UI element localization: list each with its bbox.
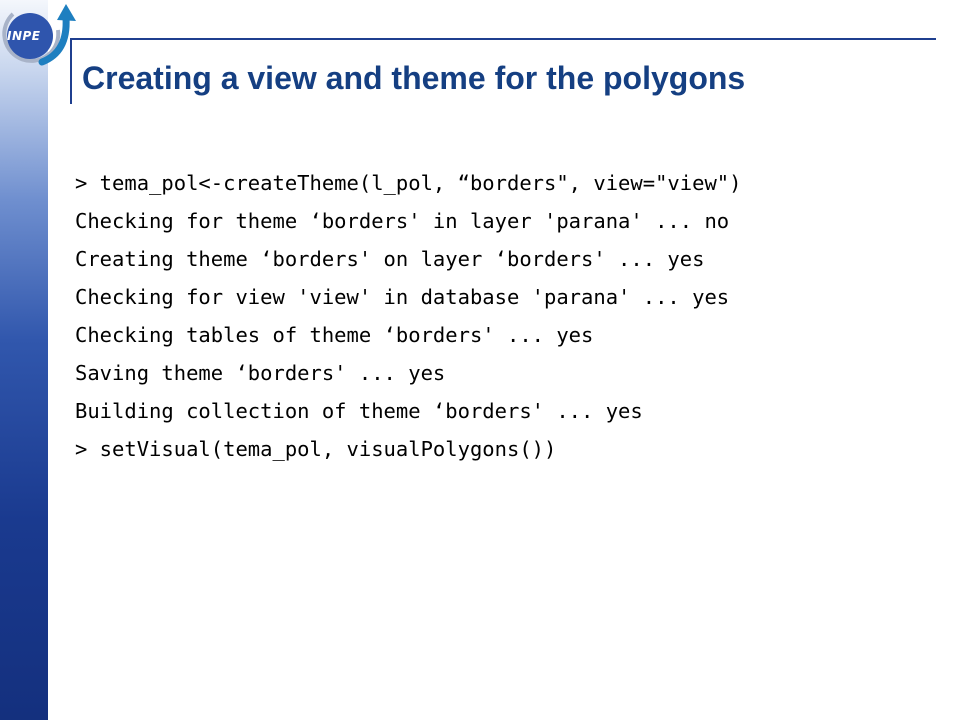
inpe-logo-icon [2, 4, 76, 66]
console-line: Checking for theme ‘borders' in layer 'p… [75, 209, 730, 233]
console-line: Saving theme ‘borders' ... yes [75, 361, 446, 385]
console-line: Checking tables of theme ‘borders' ... y… [75, 323, 594, 347]
console-line: Building collection of theme ‘borders' .… [75, 399, 643, 423]
title-rule-horizontal [70, 38, 936, 40]
inpe-logo: INPE [0, 0, 84, 74]
console-line: > setVisual(tema_pol, visualPolygons()) [75, 437, 557, 461]
console-output: > tema_pol<-createTheme(l_pol, “borders"… [75, 167, 935, 471]
inpe-logo-text: INPE [7, 29, 41, 43]
console-line: > tema_pol<-createTheme(l_pol, “borders"… [75, 171, 742, 195]
console-line: Creating theme ‘borders' on layer ‘borde… [75, 247, 705, 271]
side-gradient-bar [0, 0, 48, 720]
console-line: Checking for view 'view' in database 'pa… [75, 285, 730, 309]
title-rule-vertical [70, 38, 72, 104]
slide-title: Creating a view and theme for the polygo… [82, 60, 746, 96]
